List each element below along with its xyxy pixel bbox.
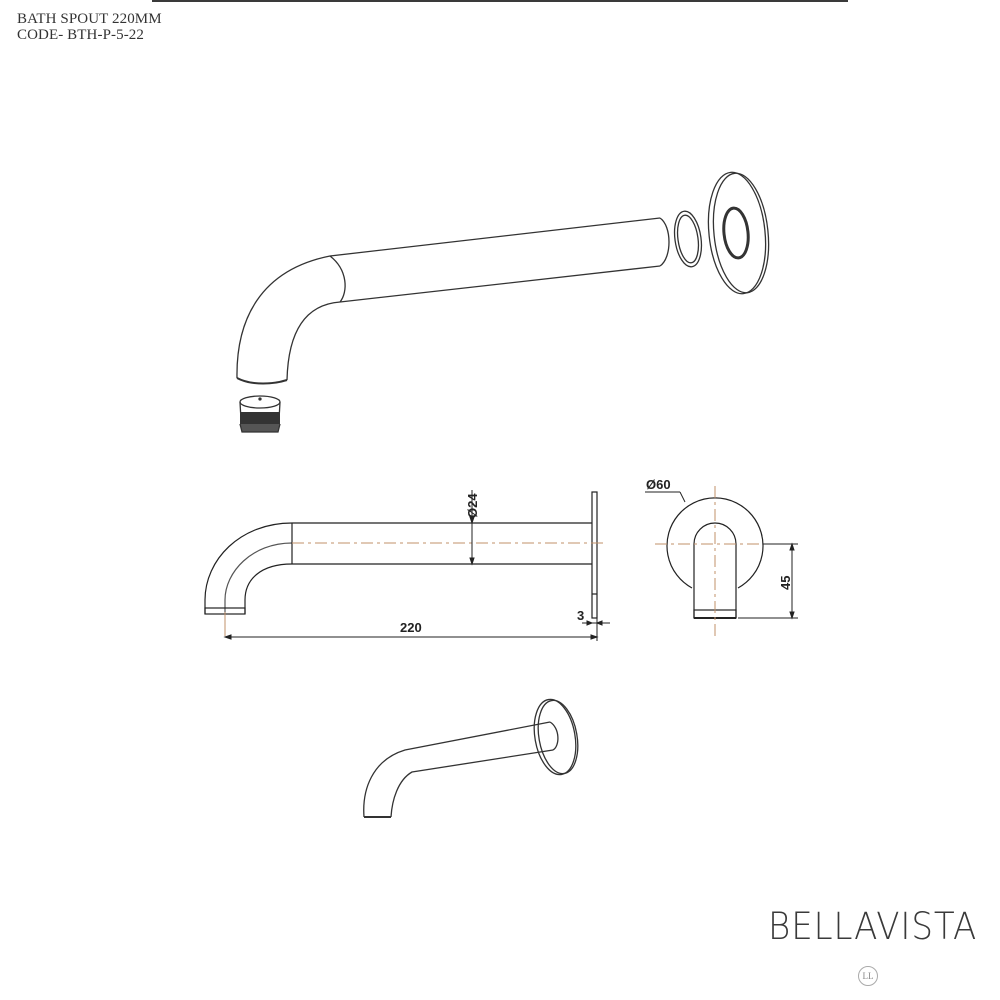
o-ring: [673, 210, 703, 268]
thickness-dimension: [582, 620, 610, 626]
product-code: CODE- BTH-P-5-22: [17, 27, 145, 43]
title-block: BATH SPOUT 220MM CODE- BTH-P-5-22: [17, 11, 162, 43]
height-dimension: [738, 542, 798, 620]
flange-diameter-leader: [645, 491, 686, 503]
spout-body: [236, 217, 670, 385]
side-elevation: Ø24 220 3: [204, 490, 610, 641]
height-label: 45: [778, 576, 793, 590]
diameter-dimension: [469, 490, 475, 566]
length-label: 220: [400, 620, 422, 635]
aerator: [239, 395, 281, 433]
flange-diameter-label: Ø60: [646, 477, 671, 492]
length-dimension: [223, 618, 599, 641]
product-title: BATH SPOUT 220MM: [17, 11, 162, 27]
perspective-view: [363, 698, 579, 818]
wall-flange: [707, 171, 770, 295]
top-rule: [152, 0, 848, 2]
brand-mark-icon: LL: [858, 966, 878, 986]
front-elevation: Ø60 45: [645, 477, 798, 640]
diameter-label: Ø24: [465, 493, 480, 518]
exploded-view: [236, 171, 770, 433]
thickness-label: 3: [577, 608, 584, 623]
brand-logo: BELLAVISTA: [768, 905, 978, 948]
